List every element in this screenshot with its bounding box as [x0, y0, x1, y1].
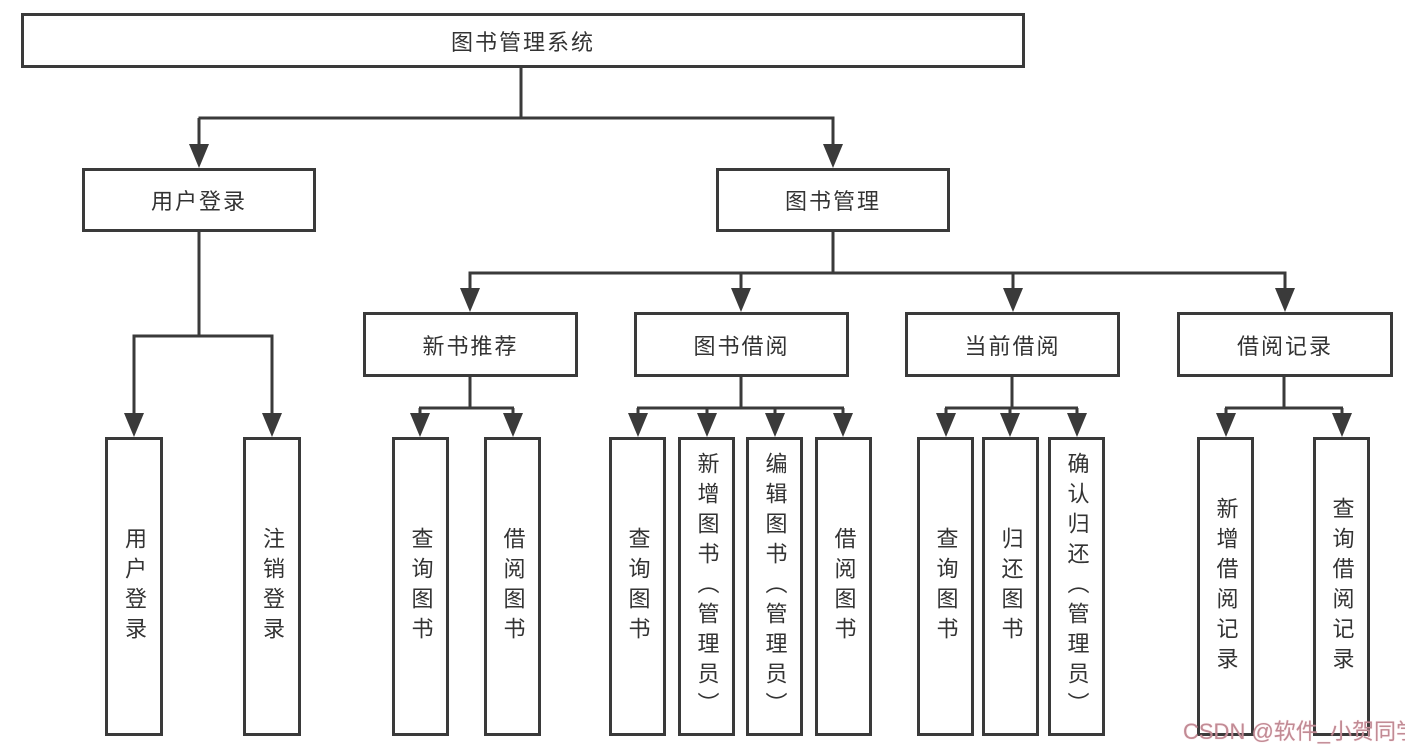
csdn-watermark: CSDN @软件_小贺同学: [1183, 719, 1405, 744]
leaf-edit-book-admin-label: 编辑图书（管理员）: [762, 451, 788, 722]
node-current-borrow: 当前借阅: [905, 312, 1120, 377]
leaf-query-books-recommend: 查询图书: [392, 437, 449, 736]
leaf-user-login-label: 用户登录: [122, 526, 147, 647]
node-new-book-recommend: 新书推荐: [363, 312, 578, 377]
node-user-login: 用户登录: [82, 168, 316, 232]
node-root-label: 图书管理系统: [450, 29, 595, 55]
leaf-query-books-current-label: 查询图书: [933, 526, 959, 647]
node-borrow-records-label: 借阅记录: [1236, 333, 1333, 359]
leaf-return-book-label: 归还图书: [998, 526, 1024, 647]
leaf-query-books-borrow-label: 查询图书: [625, 526, 651, 647]
leaf-confirm-return-admin-label: 确认归还（管理员）: [1064, 451, 1090, 722]
leaf-logout-label: 注销登录: [260, 526, 285, 647]
node-current-borrow-label: 当前借阅: [964, 333, 1061, 359]
node-book-management-label: 图书管理: [784, 189, 881, 214]
leaf-borrow-books-recommend: 借阅图书: [484, 437, 541, 736]
leaf-query-books-borrow: 查询图书: [609, 437, 666, 736]
leaf-borrow-books-recommend-label: 借阅图书: [500, 526, 526, 647]
leaf-query-borrow-record: 查询借阅记录: [1313, 437, 1370, 736]
leaf-borrow-books-borrow: 借阅图书: [815, 437, 872, 736]
leaf-logout: 注销登录: [243, 437, 301, 736]
node-new-book-recommend-label: 新书推荐: [422, 333, 519, 359]
node-book-borrow: 图书借阅: [634, 312, 849, 377]
leaf-borrow-books-borrow-label: 借阅图书: [831, 526, 857, 647]
leaf-add-book-admin: 新增图书（管理员）: [678, 437, 735, 736]
leaf-add-borrow-record: 新增借阅记录: [1197, 437, 1254, 736]
leaf-confirm-return-admin: 确认归还（管理员）: [1048, 437, 1105, 736]
leaf-edit-book-admin: 编辑图书（管理员）: [746, 437, 803, 736]
node-book-management: 图书管理: [716, 168, 950, 232]
leaf-user-login: 用户登录: [105, 437, 163, 736]
leaf-add-borrow-record-label: 新增借阅记录: [1213, 496, 1239, 677]
node-root: 图书管理系统: [21, 13, 1025, 68]
leaf-query-books-current: 查询图书: [917, 437, 974, 736]
leaf-query-books-recommend-label: 查询图书: [408, 526, 434, 647]
node-book-borrow-label: 图书借阅: [693, 333, 790, 359]
leaf-return-book: 归还图书: [982, 437, 1039, 736]
leaf-add-book-admin-label: 新增图书（管理员）: [694, 451, 720, 722]
node-borrow-records: 借阅记录: [1177, 312, 1393, 377]
node-user-login-label: 用户登录: [150, 189, 247, 214]
leaf-query-borrow-record-label: 查询借阅记录: [1329, 496, 1355, 677]
